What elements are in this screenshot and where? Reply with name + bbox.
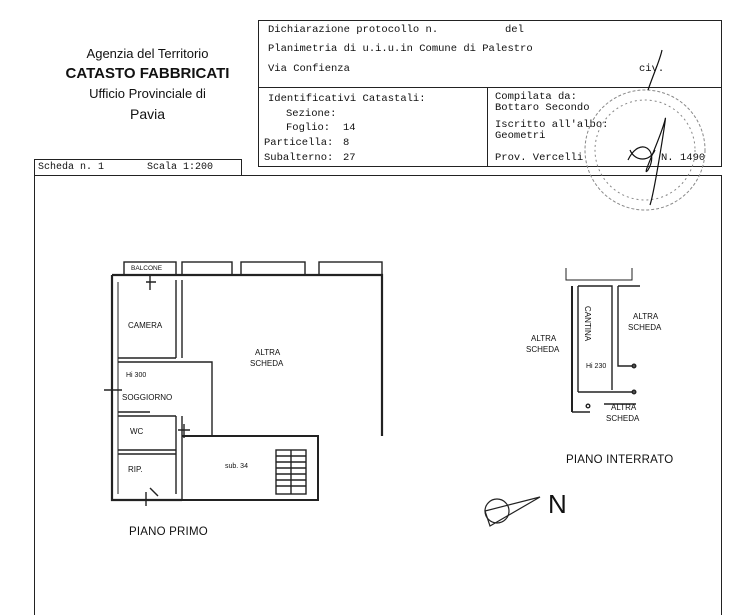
iscritto-label: Iscritto all'albo: xyxy=(495,119,609,131)
balcone-label: BALCONE xyxy=(131,265,163,272)
province-name: Pavia xyxy=(129,106,166,122)
scala-label: Scala 1:200 xyxy=(147,162,214,173)
subalterno-label: Subalterno: xyxy=(264,152,334,164)
iscritto-value: Geometri xyxy=(495,130,546,142)
planimetria-text: Planimetria di u.i.u.in Comune di Palest… xyxy=(268,43,533,55)
prov-label: Prov. Vercelli xyxy=(495,152,584,164)
altra-left-label: ALTRA xyxy=(531,334,557,343)
civ-label: civ. xyxy=(639,63,665,75)
drawing-frame xyxy=(34,175,722,615)
piano-primo-plan xyxy=(104,261,384,506)
foglio-label: Foglio: xyxy=(286,122,331,134)
scheda-label-first: SCHEDA xyxy=(250,359,284,368)
compilata-label: Compilata da: xyxy=(495,91,577,103)
cantina-label: CANTINA xyxy=(583,306,592,342)
north-label: N xyxy=(548,489,567,519)
wc-label: WC xyxy=(130,427,144,436)
scheda-right-label: SCHEDA xyxy=(628,323,662,332)
piano-interrato-title: PIANO INTERRATO xyxy=(566,454,674,466)
altra-label-first: ALTRA xyxy=(255,348,281,357)
sezione-label: Sezione: xyxy=(286,108,337,120)
identificativi-label: Identificativi Catastali: xyxy=(268,93,426,105)
stamp-seal xyxy=(584,89,706,211)
scheda-label: Scheda n. 1 xyxy=(38,162,105,173)
height-label-basement: Hi 230 xyxy=(586,363,607,370)
del-label: del xyxy=(505,24,524,36)
n-value: 1490 xyxy=(680,152,706,164)
header-divider xyxy=(259,87,721,88)
foglio-value: 14 xyxy=(343,122,356,134)
piano-primo-title: PIANO PRIMO xyxy=(129,526,208,538)
protocol-label: Dichiarazione protocollo n. xyxy=(268,24,439,36)
particella-value: 8 xyxy=(343,137,350,149)
n-label: N. xyxy=(661,152,674,164)
altra-right-label: ALTRA xyxy=(633,312,659,321)
header-vertical-divider xyxy=(487,87,488,167)
address-text: Via Confienza xyxy=(268,63,350,75)
piano-interrato-plan xyxy=(565,268,640,413)
rip-label: RIP. xyxy=(128,465,143,474)
office-label: Ufficio Provinciale di xyxy=(89,86,206,101)
scheda-left-label: SCHEDA xyxy=(526,345,560,354)
floor-plan-drawing xyxy=(104,49,706,527)
height-label-first: Hi 300 xyxy=(126,372,147,379)
subalterno-value: 27 xyxy=(343,152,356,164)
north-arrow-icon xyxy=(484,496,541,527)
particella-label: Particella: xyxy=(264,137,334,149)
header-box: Dichiarazione protocollo n. del Planimet… xyxy=(258,20,722,167)
signature-mark xyxy=(627,49,667,206)
scheda-bottom-label: SCHEDA xyxy=(606,414,640,423)
camera-label: CAMERA xyxy=(128,321,163,330)
agency-name: Agenzia del Territorio xyxy=(86,46,209,61)
catasto-title: CATASTO FABBRICATI xyxy=(65,65,230,82)
agency-block: Agenzia del Territorio CATASTO FABBRICAT… xyxy=(40,44,255,124)
compilata-value: Bottaro Secondo xyxy=(495,102,590,114)
soggiorno-label: SOGGIORNO xyxy=(122,393,173,402)
altra-bottom-label: ALTRA xyxy=(611,403,637,412)
sub-label: sub. 34 xyxy=(225,463,248,470)
